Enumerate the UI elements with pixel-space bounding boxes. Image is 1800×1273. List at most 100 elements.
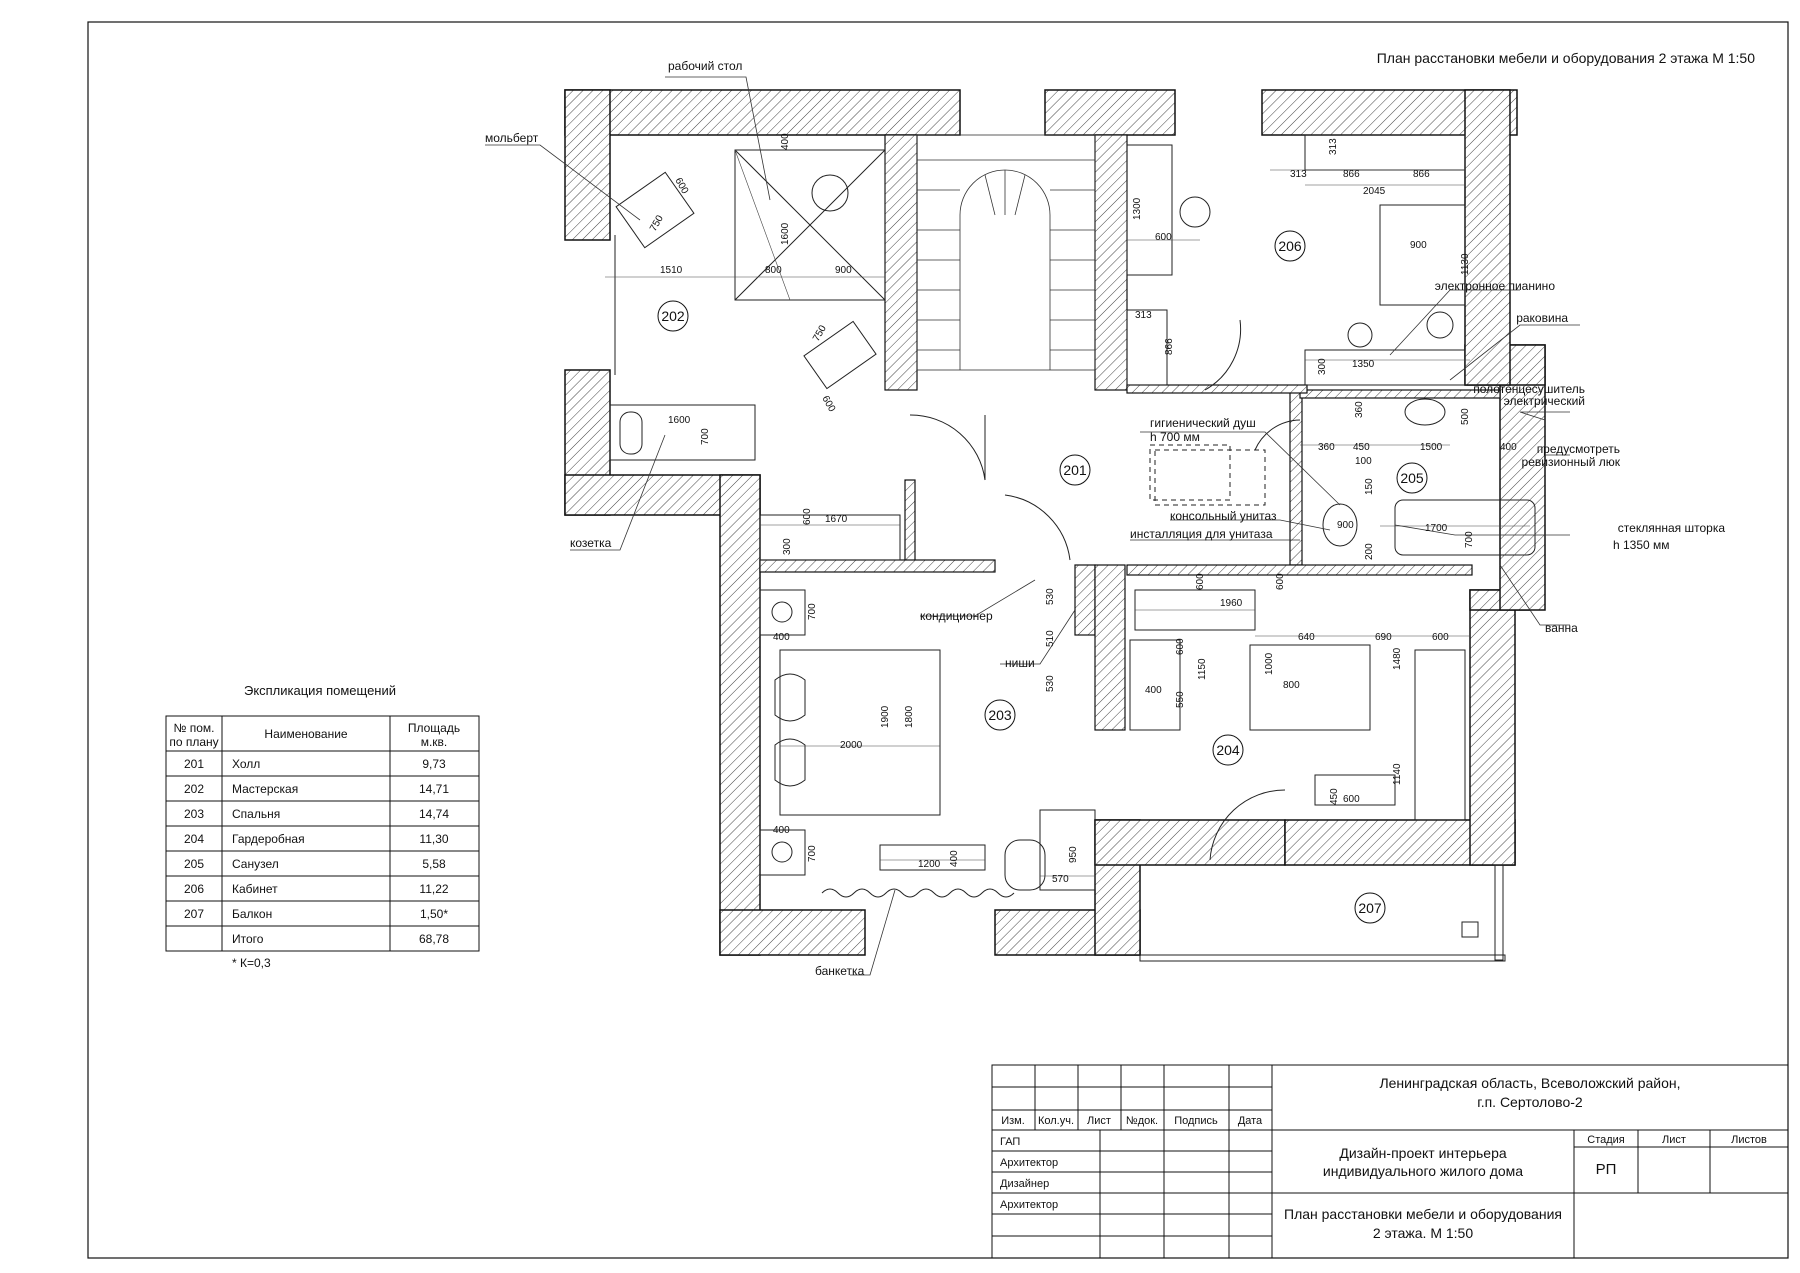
tb-col-data: Дата [1238, 1115, 1263, 1127]
table-cell-name: Итого [232, 932, 264, 946]
callout-bath: ванна [1545, 621, 1578, 635]
dim-1500: 1500 [1420, 442, 1443, 453]
table-cell-name: Холл [232, 757, 260, 771]
dim-150: 150 [1364, 478, 1375, 495]
exterior-walls [564, 89, 1546, 956]
callout-piano: электронное пианино [1435, 279, 1556, 293]
dim-600h: 600 [1432, 632, 1449, 643]
table-cell-name: Мастерская [232, 782, 298, 796]
dim-1000: 1000 [1264, 652, 1275, 675]
tb-project-line1: Дизайн-проект интерьера [1339, 1145, 1506, 1161]
dim-2045: 2045 [1363, 186, 1386, 197]
dim-300b: 300 [782, 538, 793, 555]
callout-towel-line1: полотенцесушитель [1473, 382, 1585, 396]
dimension-lines [605, 149, 1530, 877]
dim-600g: 600 [1175, 638, 1186, 655]
callout-curtain-line2: h 1350 мм [1613, 538, 1670, 552]
dim-600f: 600 [1275, 573, 1286, 590]
dim-700b: 700 [1464, 531, 1475, 548]
room-number-201: 201 [1063, 462, 1087, 478]
callout-towel-line2: электрический [1504, 394, 1585, 408]
dim-866b: 866 [1413, 169, 1430, 180]
callout-sink: раковина [1516, 311, 1568, 325]
table-cell-num: 205 [184, 857, 204, 871]
tb-col-dok: №док. [1126, 1115, 1158, 1127]
dim-400e: 400 [773, 825, 790, 836]
staircase [916, 134, 1096, 371]
table-cell-num: 207 [184, 907, 204, 921]
table-cell-num: 202 [184, 782, 204, 796]
dim-313c: 313 [1135, 310, 1152, 321]
dim-690: 690 [1375, 632, 1392, 643]
dim-600e: 600 [1195, 573, 1206, 590]
explication-header-area-line2: м.кв. [421, 735, 448, 749]
dim-1350: 1350 [1352, 359, 1375, 370]
dim-450b: 450 [1329, 788, 1340, 805]
callout-leaders [485, 76, 1580, 976]
callout-texts: рабочий стол мольберт козетка электронно… [485, 59, 1725, 978]
drawing-title: План расстановки мебели и оборудования 2… [1377, 50, 1755, 66]
room-number-206: 206 [1278, 238, 1302, 254]
callout-easel: мольберт [485, 131, 539, 145]
callout-toilet: консольный унитаз [1170, 509, 1277, 523]
dim-500: 500 [1460, 408, 1471, 425]
dim-360a: 360 [1354, 401, 1365, 418]
dim-360b: 360 [1318, 442, 1335, 453]
table-cell-area: 9,73 [422, 757, 446, 771]
dim-570: 570 [1052, 874, 1069, 885]
room-number-203: 203 [988, 707, 1012, 723]
sheet-frame [87, 21, 1789, 1259]
explication-header-num-line2: по плану [169, 735, 218, 749]
dim-800a: 800 [765, 265, 782, 276]
tb-location-line2: г.п. Сертолово-2 [1477, 1094, 1583, 1110]
dim-750a: 750 [648, 213, 666, 233]
dim-700c: 700 [807, 603, 818, 620]
dim-450a: 450 [1353, 442, 1370, 453]
callout-couch: козетка [570, 536, 612, 550]
table-cell-name: Гардеробная [232, 832, 305, 846]
interior-walls [759, 134, 1501, 731]
dim-700d: 700 [807, 845, 818, 862]
table-cell-area: 68,78 [419, 932, 449, 946]
dim-530b: 530 [1045, 675, 1056, 692]
table-cell-area: 1,50* [420, 907, 448, 921]
callout-shower-line2: h 700 мм [1150, 430, 1200, 444]
tb-col-izm: Изм. [1001, 1115, 1025, 1127]
dim-1140: 1140 [1392, 763, 1403, 785]
table-cell-num: 201 [184, 757, 204, 771]
tb-project-line2: индивидуального жилого дома [1323, 1163, 1523, 1179]
explication-note: * К=0,3 [232, 956, 271, 970]
dim-313a: 313 [1290, 169, 1307, 180]
dim-600b: 600 [819, 394, 837, 414]
callout-ac: кондиционер [920, 609, 993, 623]
callout-hatch-line1: предусмотреть [1537, 442, 1620, 456]
tb-stage-value: РП [1596, 1161, 1617, 1178]
dimension-texts: 400 1600 600 750 1510 800 900 750 600 16… [648, 133, 1517, 885]
table-cell-area: 5,58 [422, 857, 446, 871]
explication-text: № пом. по плану Наименование Площадь м.к… [169, 721, 460, 970]
dim-313b: 313 [1328, 138, 1339, 155]
tb-col-list: Лист [1087, 1115, 1111, 1127]
table-cell-area: 14,71 [419, 782, 449, 796]
dim-640: 640 [1298, 632, 1315, 643]
dim-1200: 1200 [918, 859, 941, 870]
table-cell-area: 11,22 [419, 882, 448, 896]
dim-2000: 2000 [840, 740, 863, 751]
table-cell-name: Кабинет [232, 882, 278, 896]
dim-600i: 600 [1343, 794, 1360, 805]
callout-shower-line1: гигиенический душ [1150, 416, 1256, 430]
dim-1480: 1480 [1392, 647, 1403, 670]
table-cell-name: Балкон [232, 907, 272, 921]
tb-col-kolvo: Кол.уч. [1038, 1115, 1074, 1127]
dim-1600b: 1600 [668, 415, 691, 426]
dim-900b: 900 [1410, 240, 1427, 251]
callout-hatch-line2: ревизионный люк [1522, 455, 1621, 469]
dim-550: 550 [1175, 691, 1186, 708]
dim-950: 950 [1068, 846, 1079, 863]
table-cell-area: 14,74 [419, 807, 449, 821]
callout-curtain-line1: стеклянная шторка [1618, 521, 1726, 535]
explication-header-area-line1: Площадь [408, 721, 460, 735]
callout-bench: банкетка [815, 964, 865, 978]
dim-400a: 400 [780, 133, 791, 150]
dim-600a: 600 [672, 176, 690, 196]
